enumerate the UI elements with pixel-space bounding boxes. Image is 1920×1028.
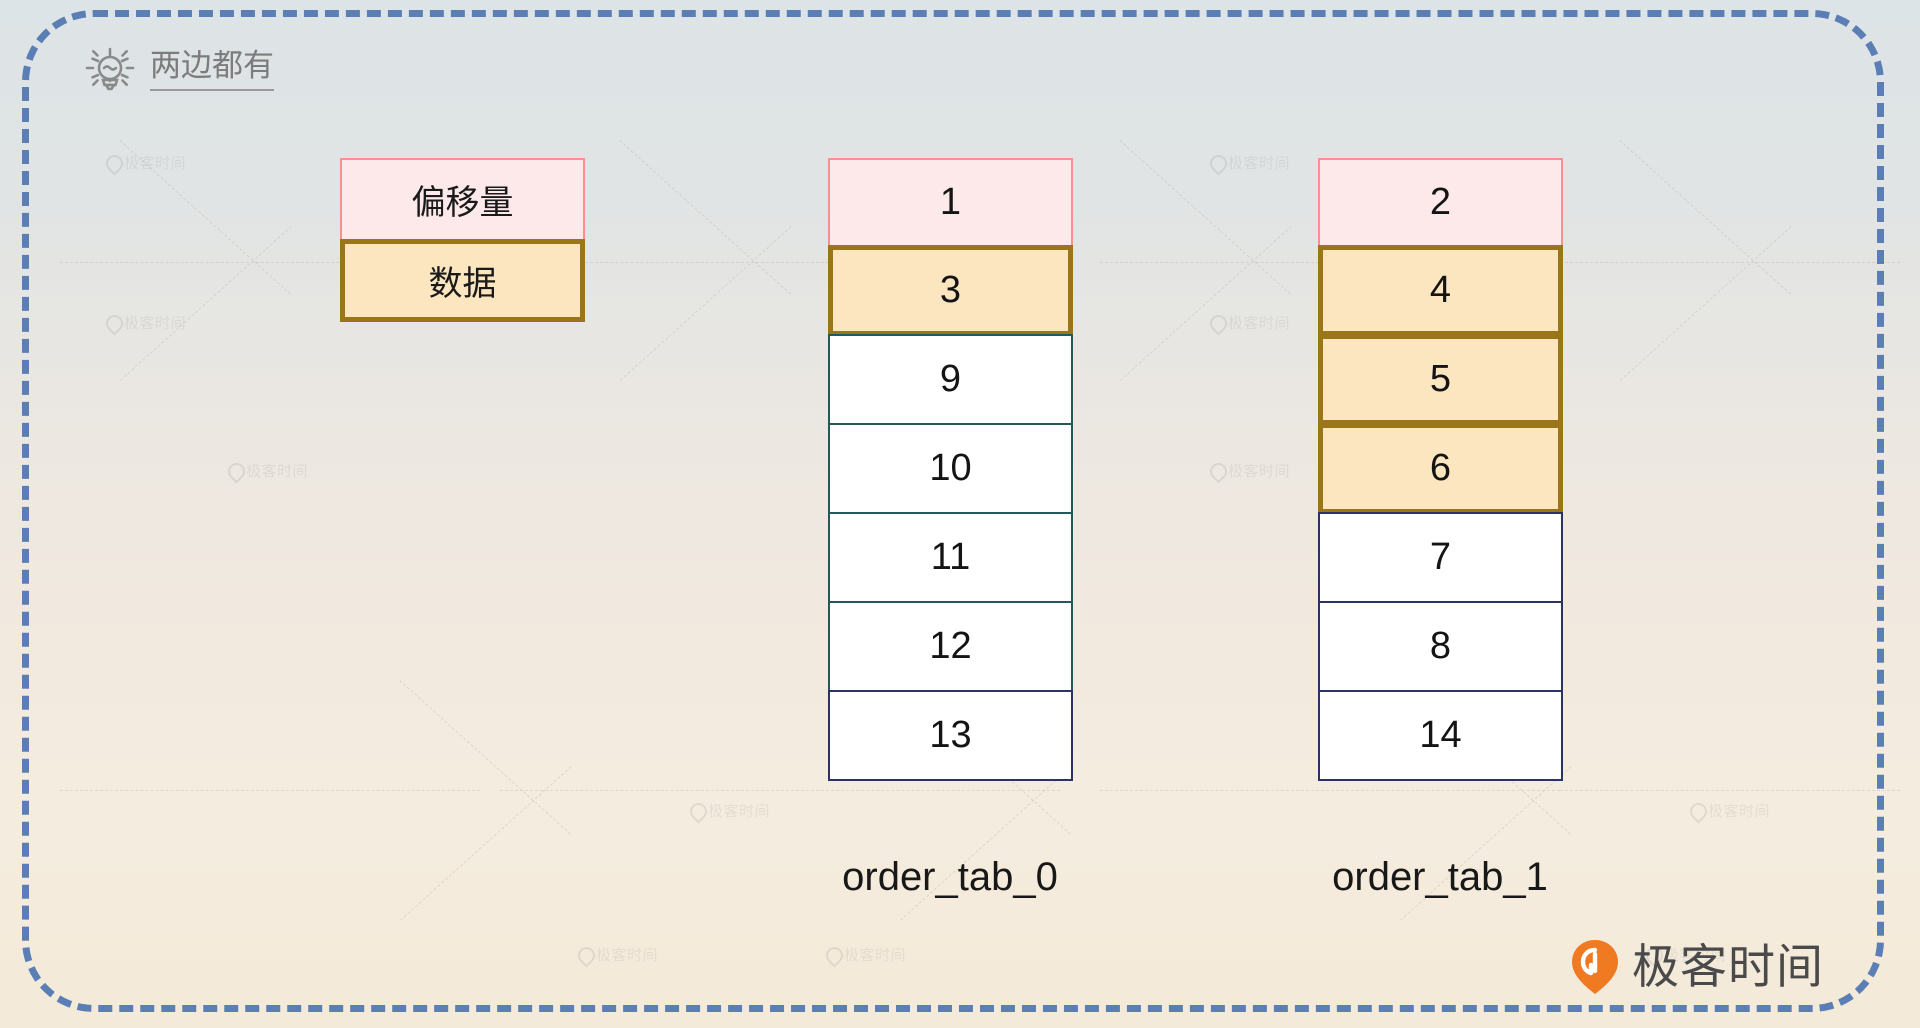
table-cell: 7 [1318,512,1563,603]
table-cell: 1 [828,158,1073,247]
order-tab-0-label: order_tab_0 [842,855,1058,899]
lightbulb-icon [84,44,136,96]
table-cell: 14 [1318,690,1563,781]
watermark-pin-icon [228,463,241,479]
table-cell: 5 [1318,334,1563,425]
watermark-text: 极客时间 [708,803,771,820]
watermark-text: 极客时间 [1228,315,1291,332]
table-cell: 6 [1318,423,1563,514]
watermark-pin-icon [690,803,703,819]
table-cell: 4 [1318,245,1563,336]
table-cell: 3 [828,245,1073,336]
watermark-text: 极客时间 [596,947,659,964]
legend-offset-label: 偏移量 [411,183,514,223]
geektime-pin-icon [1568,938,1622,996]
watermark-pin-icon [106,315,119,331]
legend-data-label: 数据 [428,264,497,304]
watermark-pin-icon [1690,803,1703,819]
table-cell: 11 [828,512,1073,603]
watermark-pin-icon [106,155,119,171]
tip-note: 两边都有 [84,44,274,96]
tip-text: 两边都有 [150,49,274,91]
watermark-pin-icon [1210,315,1223,331]
table-cell: 2 [1318,158,1563,247]
table-cell: 8 [1318,601,1563,692]
watermark-pin-icon [1210,463,1223,479]
watermark-text: 极客时间 [124,155,187,172]
legend-data-box: 数据 [340,239,585,322]
watermark-text: 极客时间 [1708,803,1771,820]
watermark-text: 极客时间 [246,463,309,480]
watermark-text: 极客时间 [844,947,907,964]
brand-logo: 极客时间 [1568,938,1824,996]
table-cell: 9 [828,334,1073,425]
legend-offset-box: 偏移量 [340,158,585,241]
brand-name: 极客时间 [1632,939,1824,995]
table-cell: 10 [828,423,1073,514]
watermark-text: 极客时间 [124,315,187,332]
legend: 偏移量 数据 [340,158,585,322]
table-cell: 12 [828,601,1073,692]
table-cell: 13 [828,690,1073,781]
watermark-pin-icon [578,947,591,963]
watermark-text: 极客时间 [1228,463,1291,480]
watermark-text: 极客时间 [1228,155,1291,172]
order-tab-1-label: order_tab_1 [1332,855,1548,899]
watermark-pin-icon [1210,155,1223,171]
watermark-pin-icon [826,947,839,963]
